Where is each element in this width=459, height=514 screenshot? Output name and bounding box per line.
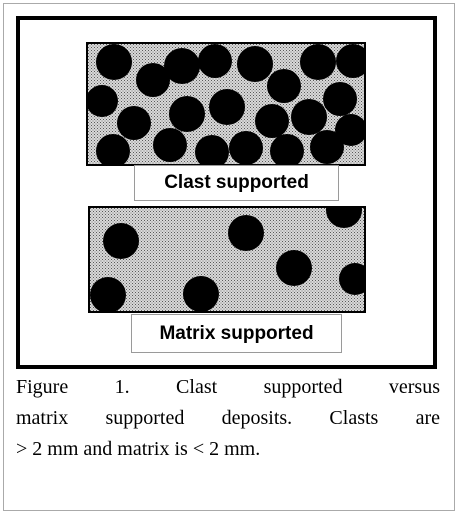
caption-line: matrix supported deposits. Clasts are [16, 407, 440, 429]
clast [326, 208, 362, 228]
figure-caption: Figure 1. Clast supported versus matrix … [16, 372, 440, 465]
clast [339, 263, 364, 295]
clast [183, 276, 219, 311]
clast [88, 85, 118, 117]
clast [323, 82, 357, 116]
clast [103, 223, 139, 259]
matrix-supported-label: Matrix supported [131, 314, 342, 353]
clast [164, 48, 200, 84]
clast [209, 89, 245, 125]
clast [195, 135, 229, 164]
clast [198, 44, 232, 78]
clast [136, 63, 170, 97]
clast [291, 99, 327, 135]
figure-illustration: Clast supported Matrix supporte [16, 16, 437, 369]
clast [169, 96, 205, 132]
clast [228, 215, 264, 251]
clast [310, 130, 344, 164]
caption-line: > 2 mm and matrix is < 2 mm. [16, 438, 261, 460]
figure-frame [3, 3, 455, 511]
clast [96, 44, 132, 80]
clast [336, 44, 364, 78]
clast-supported-panel [86, 42, 366, 166]
clast [229, 131, 263, 164]
clast [270, 134, 304, 164]
clast [276, 250, 312, 286]
clast [255, 104, 289, 138]
clast [300, 44, 336, 80]
clast [117, 106, 151, 140]
matrix-supported-panel [88, 206, 366, 313]
clast [335, 114, 364, 146]
clast-supported-label: Clast supported [134, 165, 339, 201]
clast [96, 134, 130, 164]
clast [90, 277, 126, 311]
clast [267, 69, 301, 103]
clast [237, 46, 273, 82]
caption-line: Figure 1. Clast supported versus [16, 376, 440, 398]
clast [153, 128, 187, 162]
